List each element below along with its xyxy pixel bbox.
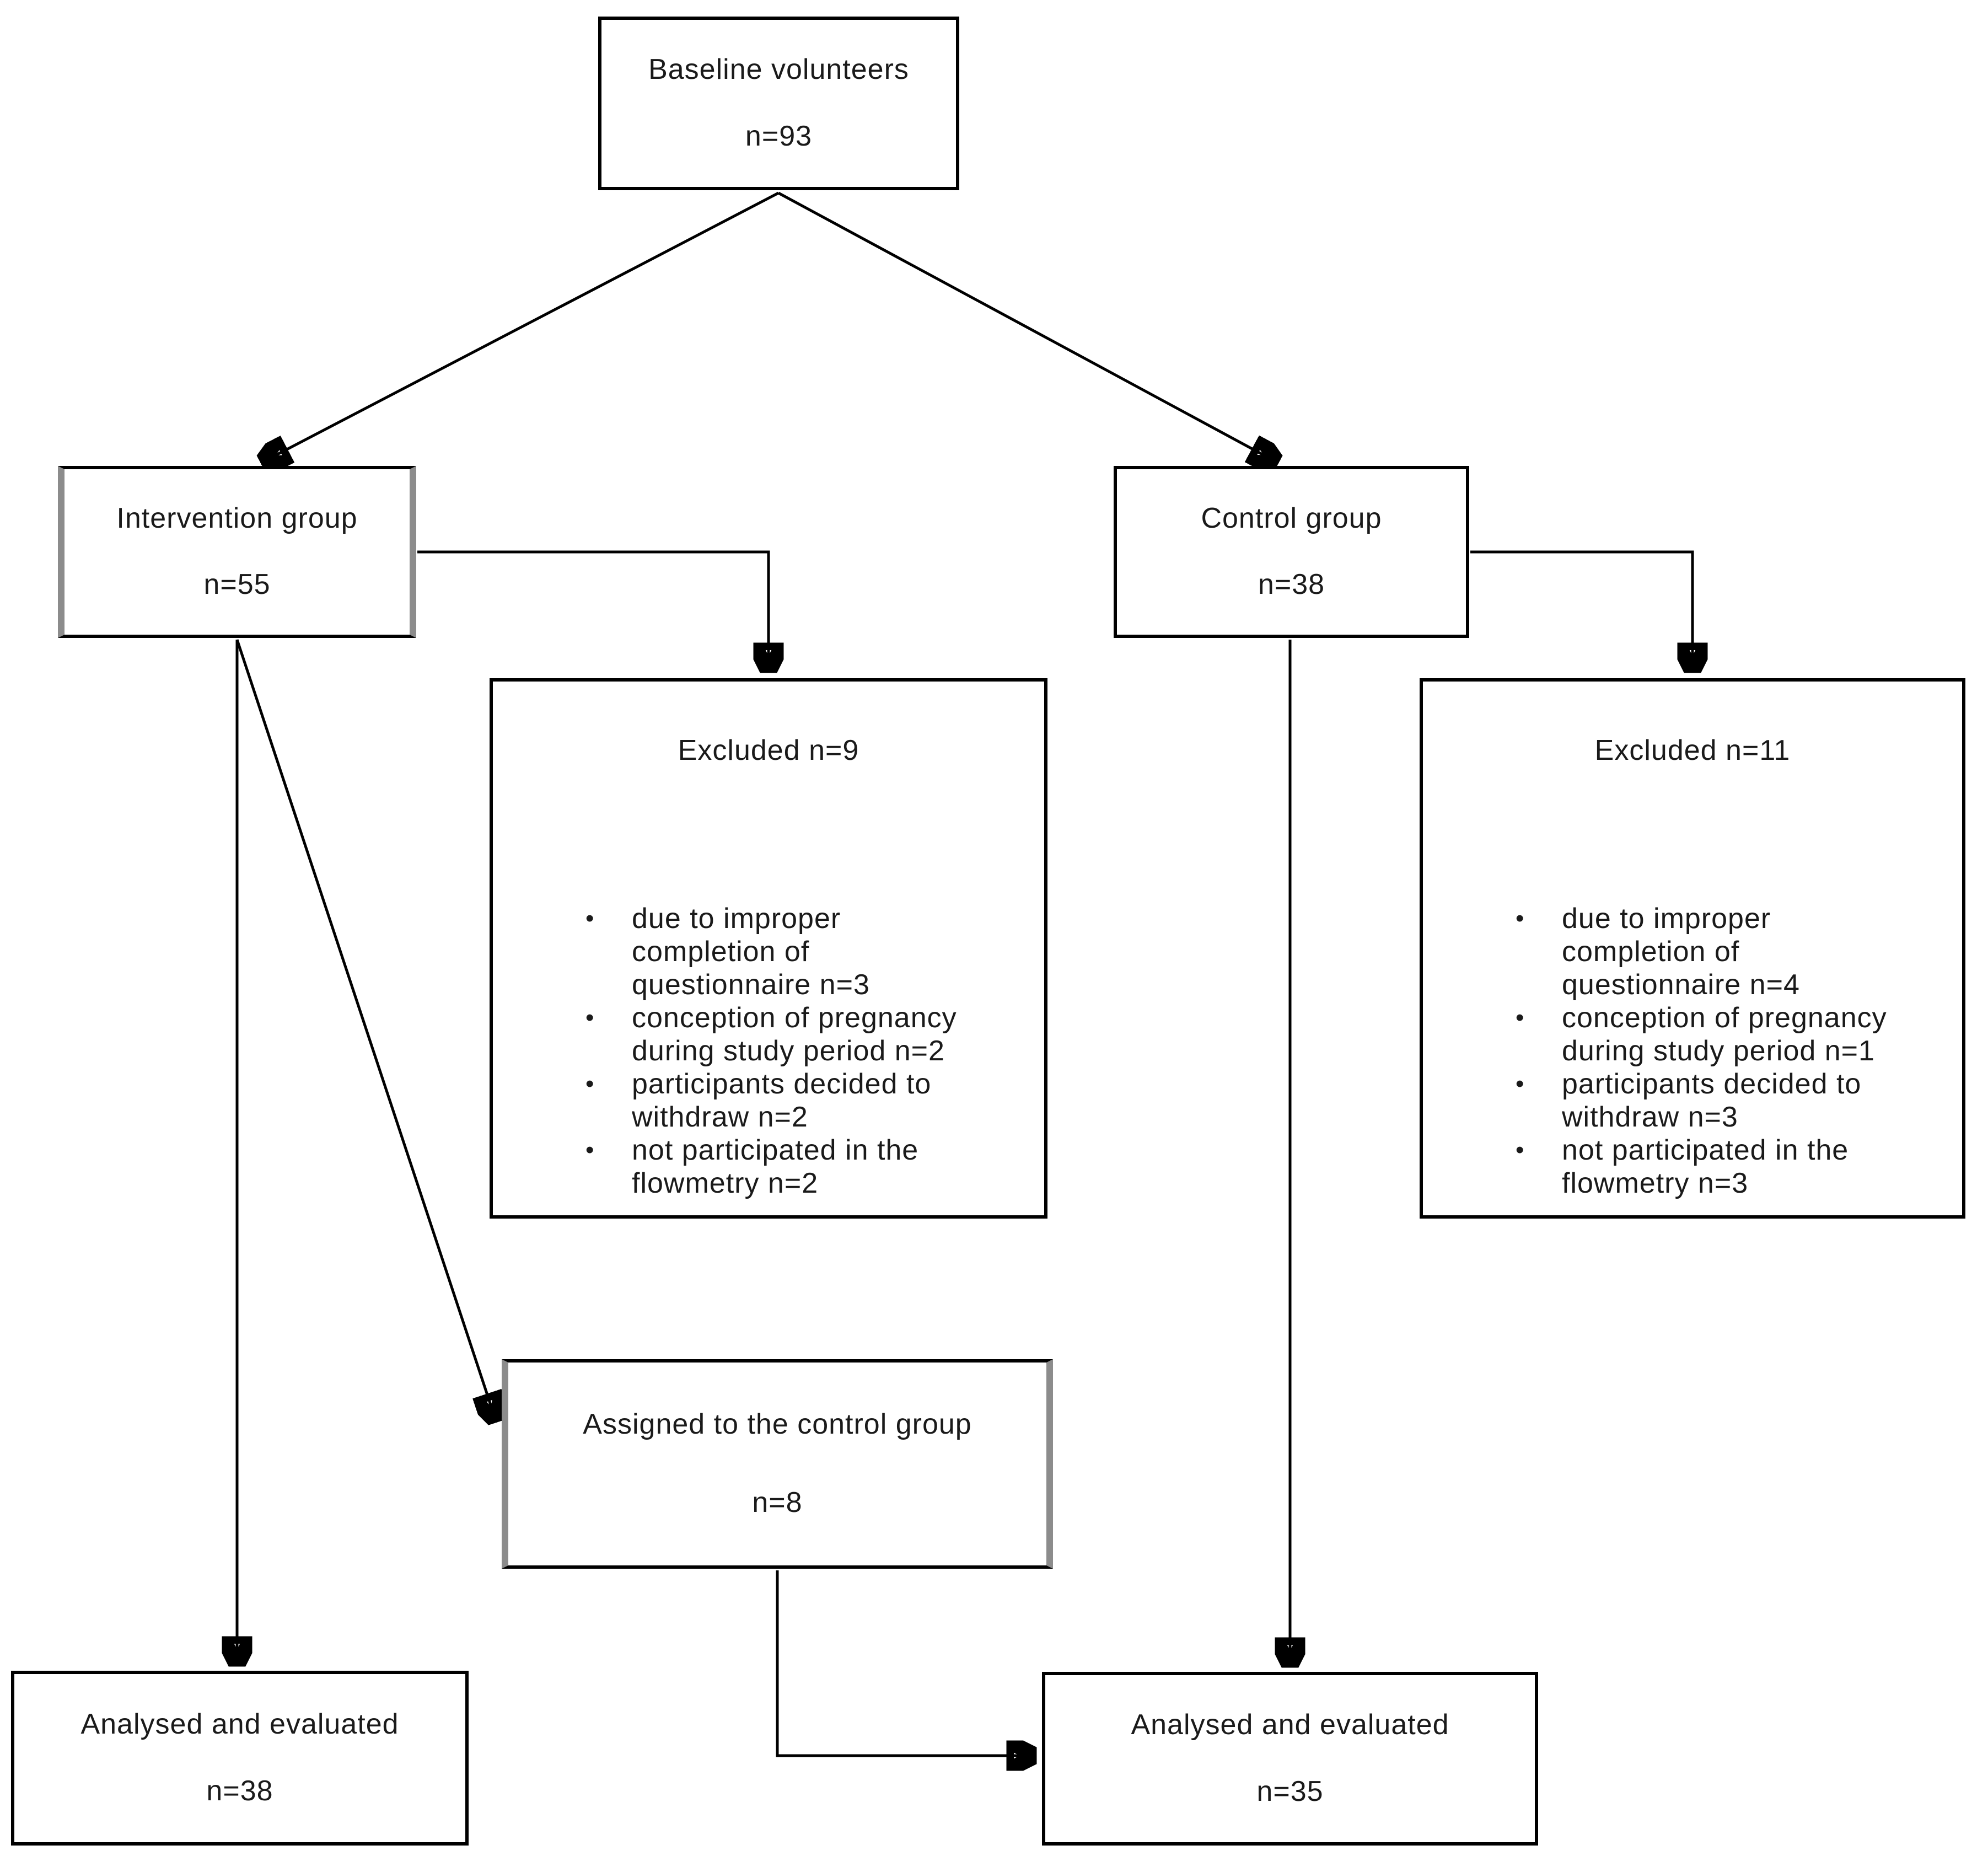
connector-baseline-to-control [777, 191, 1275, 461]
node-intervention-count: n=55 [203, 568, 271, 601]
connector-assigned-to-analysed-control [776, 1570, 1032, 1756]
exclusion-reason: • not participated in the flowmetry n=3 [1516, 1134, 1940, 1200]
node-analysed-intervention: Analysed and evaluated n=38 [11, 1671, 469, 1846]
exclusion-reason: • due to improper completion of question… [1516, 902, 1940, 1001]
node-analysed-control-label: Analysed and evaluated [1131, 1709, 1449, 1741]
exclusion-reason-text: participants decided to withdraw n=3 [1562, 1068, 1862, 1133]
excluded-control-list: • due to improper completion of question… [1516, 902, 1940, 1200]
bullet-icon: • [1516, 905, 1525, 932]
exclusion-reason: • conception of pregnancy during study p… [585, 1001, 1022, 1068]
node-baseline-count: n=93 [745, 120, 813, 153]
node-control-label: Control group [1201, 502, 1382, 535]
exclusion-reason: • participants decided to withdraw n=3 [1516, 1068, 1940, 1134]
bullet-icon: • [585, 1004, 595, 1031]
node-analysed-control: Analysed and evaluated n=35 [1042, 1672, 1538, 1846]
exclusion-reason-text: not participated in the flowmetry n=2 [632, 1134, 919, 1199]
panel-excluded-intervention: Excluded n=9 • due to improper completio… [490, 678, 1047, 1219]
node-analysed-intervention-count: n=38 [206, 1775, 273, 1807]
excluded-intervention-list: • due to improper completion of question… [585, 902, 1022, 1200]
connector-intervention-to-excluded [417, 550, 769, 668]
exclusion-reason-text: not participated in the flowmetry n=3 [1562, 1134, 1849, 1199]
exclusion-reason: • due to improper completion of question… [585, 902, 1022, 1001]
node-assigned-to-control: Assigned to the control group n=8 [502, 1359, 1053, 1569]
node-analysed-intervention-label: Analysed and evaluated [80, 1708, 399, 1740]
exclusion-reason-text: conception of pregnancy during study per… [1562, 1002, 1887, 1067]
connector-baseline-to-intervention [265, 191, 780, 461]
panel-excluded-control: Excluded n=11 • due to improper completi… [1420, 678, 1965, 1219]
bullet-icon: • [1516, 1004, 1525, 1031]
connector-intervention-to-assigned [235, 639, 495, 1418]
bullet-icon: • [585, 1136, 595, 1163]
node-intervention-label: Intervention group [116, 502, 358, 535]
connector-control-to-excluded [1470, 550, 1693, 668]
exclusion-reason-text: due to improper completion of questionna… [632, 903, 870, 1001]
node-intervention-group: Intervention group n=55 [58, 466, 416, 638]
exclusion-reason: • not participated in the flowmetry n=2 [585, 1134, 1022, 1200]
exclusion-reason: • conception of pregnancy during study p… [1516, 1001, 1940, 1068]
node-control-group: Control group n=38 [1114, 466, 1469, 638]
exclusion-reason-text: participants decided to withdraw n=2 [632, 1068, 932, 1133]
bullet-icon: • [585, 1070, 595, 1097]
node-assigned-label: Assigned to the control group [583, 1408, 972, 1440]
exclusion-reason-text: conception of pregnancy during study per… [632, 1002, 957, 1067]
bullet-icon: • [1516, 1136, 1525, 1163]
exclusion-reason-text: due to improper completion of questionna… [1562, 903, 1800, 1001]
node-baseline-volunteers: Baseline volunteers n=93 [598, 17, 959, 190]
bullet-icon: • [1516, 1070, 1525, 1097]
exclusion-reason: • participants decided to withdraw n=2 [585, 1068, 1022, 1134]
bullet-icon: • [585, 905, 595, 932]
excluded-intervention-title: Excluded n=9 [678, 734, 859, 766]
node-analysed-control-count: n=35 [1256, 1775, 1324, 1808]
node-control-count: n=38 [1258, 568, 1325, 601]
node-baseline-label: Baseline volunteers [648, 53, 909, 86]
excluded-control-title: Excluded n=11 [1594, 734, 1791, 766]
node-assigned-count: n=8 [752, 1487, 803, 1519]
